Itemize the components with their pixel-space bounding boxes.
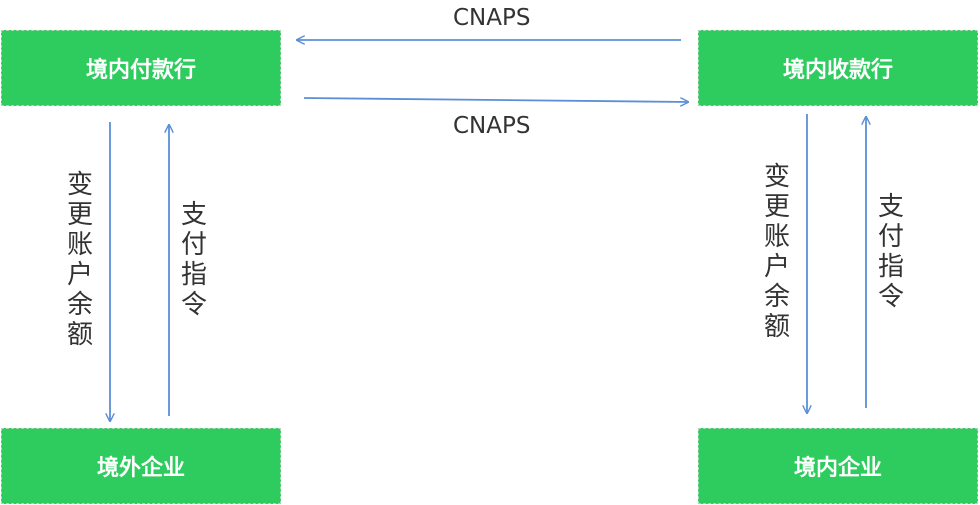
domestic-enterprise-label: 境内企业 <box>793 456 882 481</box>
foreign-enterprise-node: 境外企业 <box>1 428 281 504</box>
payment-instruction-right-label: 支付指令 <box>877 192 904 312</box>
cnaps-bottom-label: CNAPS <box>453 113 531 139</box>
payee-bank-label: 境内收款行 <box>782 58 893 83</box>
payer-bank-label: 境内付款行 <box>85 58 196 83</box>
change-balance-right-label: 变更账户余额 <box>763 162 790 342</box>
payment-instruction-left-label: 支付指令 <box>180 200 207 320</box>
domestic-enterprise-node: 境内企业 <box>698 428 978 504</box>
payee-bank-node: 境内收款行 <box>698 30 978 106</box>
foreign-enterprise-label: 境外企业 <box>96 456 185 481</box>
arrow-payer-to-payee <box>303 97 688 102</box>
change-balance-left-label: 变更账户余额 <box>66 170 93 350</box>
cnaps-top-label: CNAPS <box>453 5 531 31</box>
payer-bank-node: 境内付款行 <box>1 30 281 106</box>
